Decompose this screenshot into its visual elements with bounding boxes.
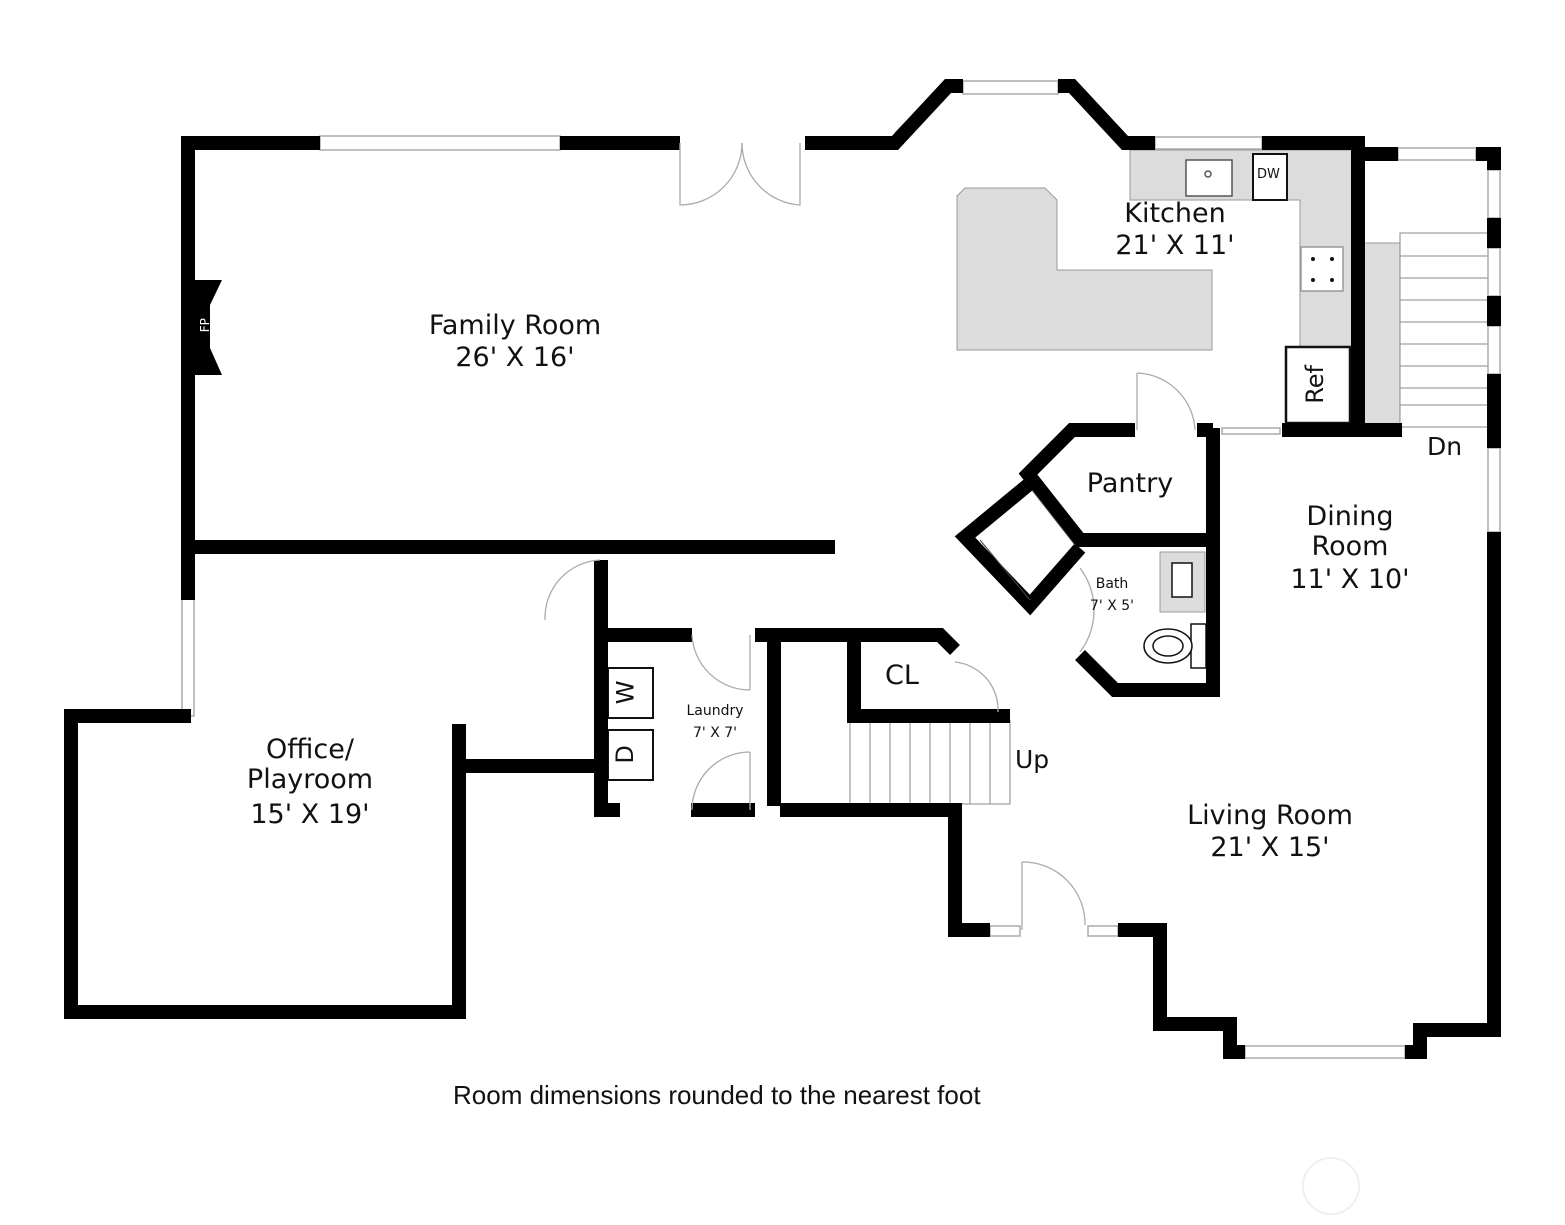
room-dims: 15' X 19'	[250, 799, 370, 831]
room-name-line1: Office/	[266, 734, 354, 765]
toilet-tank-icon	[1190, 623, 1207, 669]
stair-landing-dn	[1361, 242, 1401, 426]
fireplace-label: FP	[197, 318, 212, 333]
room-label-dining-room: Dining Room 11' X 10'	[1270, 502, 1430, 595]
room-name: Bath	[1095, 576, 1129, 592]
refrigerator-icon	[1284, 345, 1352, 425]
room-label-pantry: Pantry	[1070, 468, 1190, 500]
dishwasher-label: DW	[1257, 167, 1280, 182]
room-name: Pantry	[1086, 468, 1174, 499]
room-name-line2: Room	[1311, 530, 1389, 562]
room-label-bath: Bath 7' X 5'	[1080, 573, 1144, 618]
kitchen-island	[956, 187, 1213, 351]
kitchen-fixtures	[607, 153, 1352, 781]
room-name: Family Room	[428, 310, 602, 341]
room-label-living-room: Living Room 21' X 15'	[1170, 800, 1370, 865]
washer-icon	[607, 667, 654, 719]
room-name: CL	[885, 660, 919, 691]
stairs-up-label: Up	[1015, 745, 1050, 774]
dryer-icon	[607, 729, 654, 781]
room-label-closet: CL	[872, 660, 932, 692]
windows	[181, 80, 1501, 1059]
dishwasher-icon	[1252, 153, 1288, 201]
room-dims: 21' X 11'	[1115, 230, 1235, 262]
room-label-laundry: Laundry 7' X 7'	[675, 700, 755, 745]
room-label-office-playroom: Office/ Playroom 15' X 19'	[220, 735, 400, 830]
watermark-logo	[1302, 1157, 1360, 1215]
dryer-label: D	[610, 745, 639, 764]
room-name-line2: Playroom	[246, 763, 374, 795]
room-name: Living Room	[1187, 800, 1353, 831]
room-dims: 21' X 15'	[1210, 832, 1330, 864]
stove-icon	[1300, 246, 1344, 292]
washer-label: W	[611, 680, 640, 705]
refrigerator-label: Ref	[1301, 364, 1330, 404]
footnote: Room dimensions rounded to the nearest f…	[453, 1080, 981, 1110]
room-label-family-room: Family Room 26' X 16'	[410, 310, 620, 375]
room-dims: 7' X 7'	[692, 725, 737, 742]
room-dims: 26' X 16'	[455, 342, 575, 374]
room-label-kitchen: Kitchen 21' X 11'	[1100, 198, 1250, 263]
doors	[544, 142, 1196, 930]
room-dims: 11' X 10'	[1290, 564, 1410, 596]
stairs-down-label: Dn	[1427, 432, 1463, 461]
room-name-line1: Dining	[1306, 501, 1394, 532]
room-name: Kitchen	[1124, 198, 1226, 229]
bath-sink-icon	[1171, 562, 1193, 598]
room-dims: 7' X 5'	[1089, 598, 1134, 615]
fireplace-icon	[195, 280, 222, 375]
walls	[64, 79, 1501, 1059]
sink-icon	[1185, 159, 1233, 197]
room-name: Laundry	[686, 703, 744, 719]
